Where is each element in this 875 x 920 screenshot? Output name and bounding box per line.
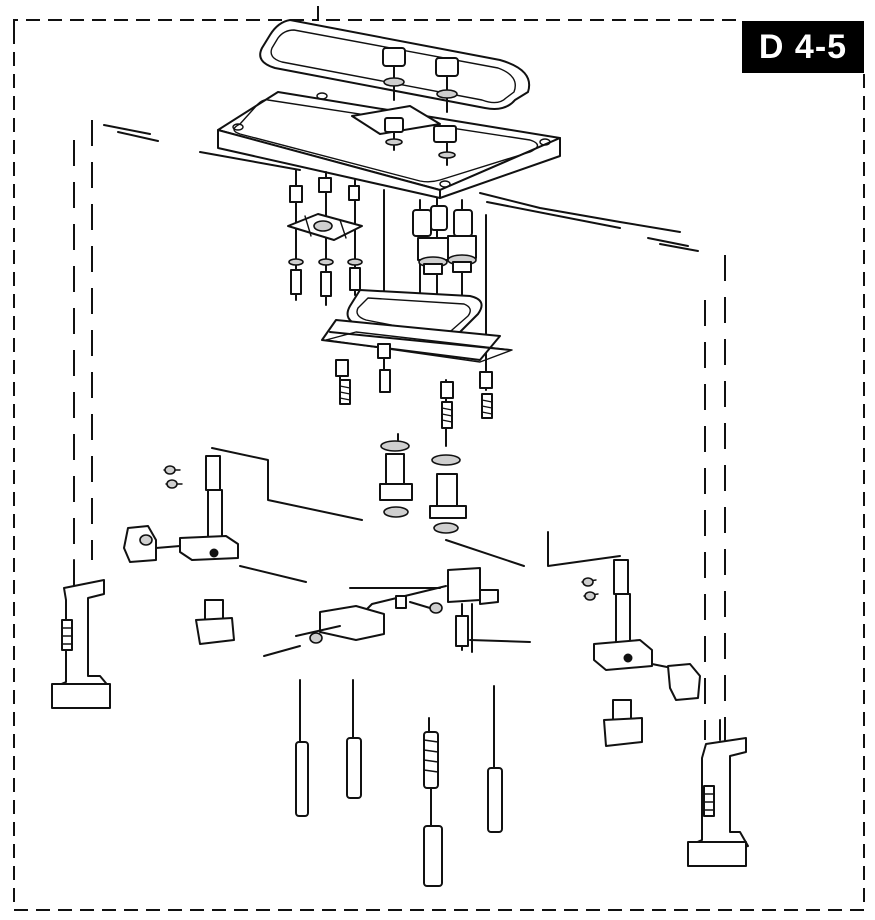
cover-bolts [385,131,456,166]
left-valve-assembly [123,447,363,645]
figure-label-badge: D 4-5 [742,21,864,73]
center-bracket [263,567,531,657]
fitting-stack [412,197,487,391]
right-valve-assembly [445,531,701,747]
middle-gaskets [321,289,513,411]
assembly-guide-lines [73,427,721,741]
sensor-plate-left [287,169,385,381]
gasket-bolts [339,369,493,429]
enclosure-dashed-lines [73,120,726,760]
center-cylinders [379,440,467,534]
probe-rods [295,679,503,887]
dashed-frame [13,6,865,911]
left-handle [51,574,111,709]
cover-nuts [382,47,459,113]
right-handle [687,737,749,867]
